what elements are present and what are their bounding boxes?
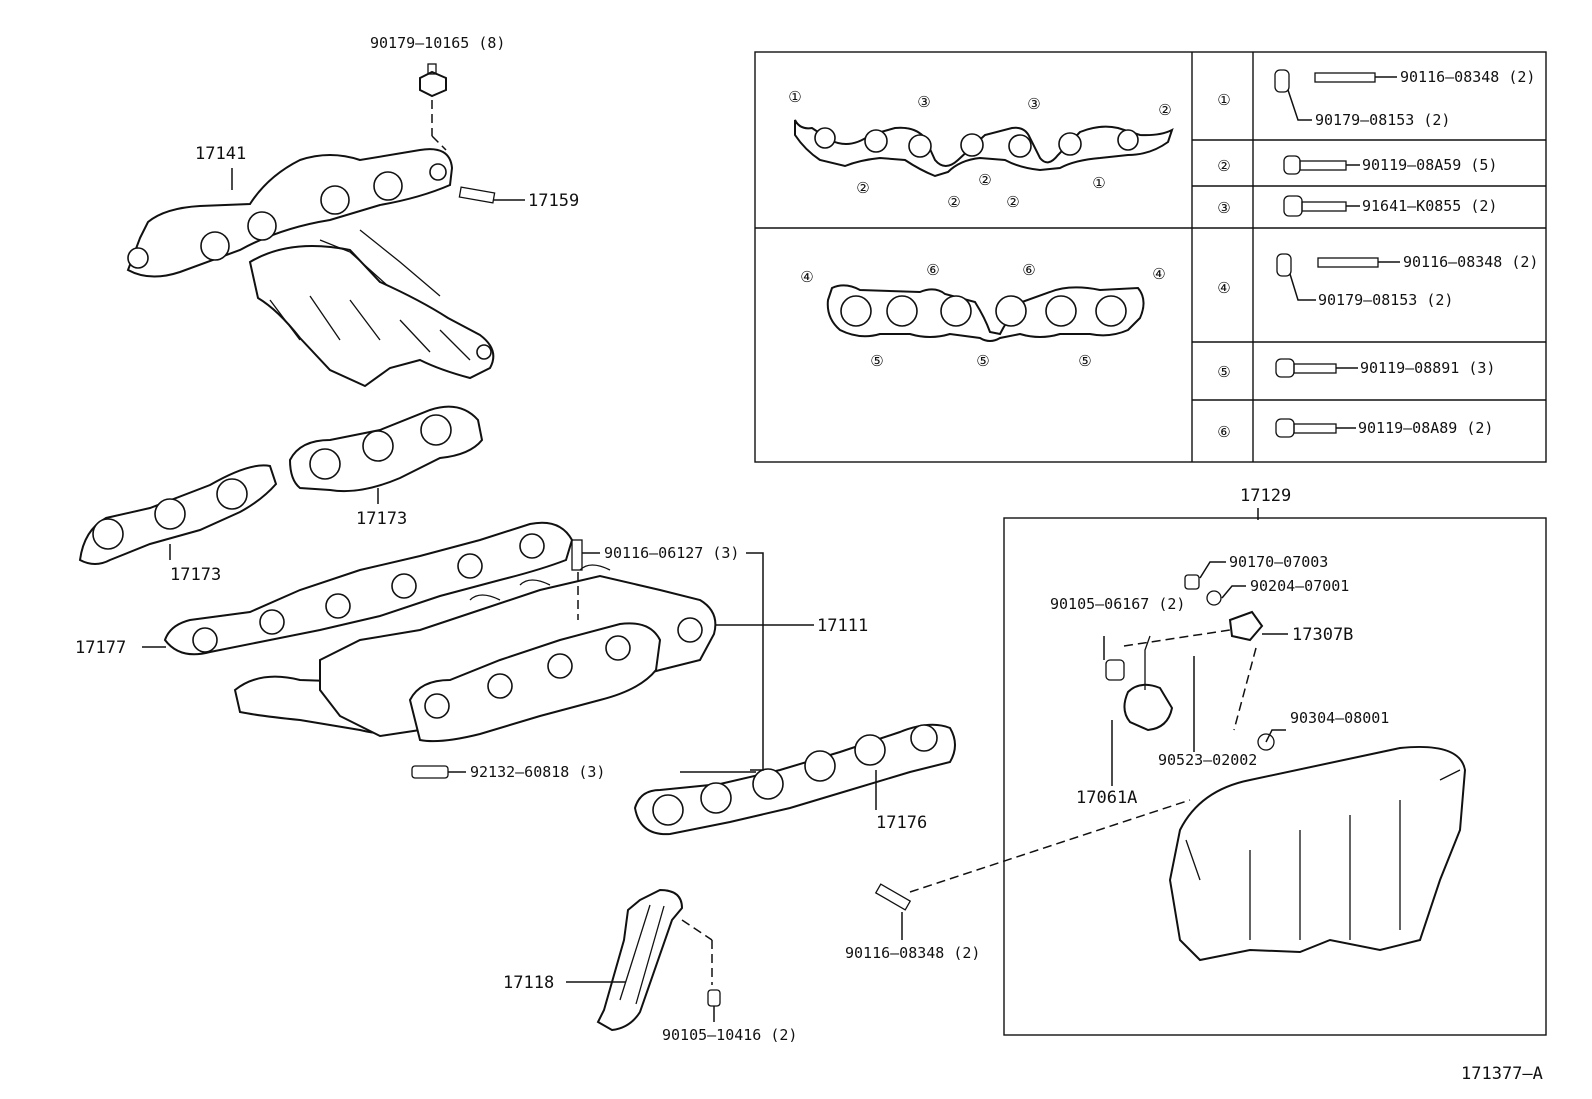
svg-text:②: ②	[1158, 101, 1171, 119]
svg-text:90116–08348 (2): 90116–08348 (2)	[1400, 68, 1535, 86]
svg-text:90204–07001: 90204–07001	[1250, 577, 1349, 595]
lower-gasket-diagram	[826, 284, 1145, 342]
svg-text:17177: 17177	[75, 638, 126, 658]
svg-text:90116–06127 (3): 90116–06127 (3)	[604, 544, 739, 562]
svg-text:②: ②	[856, 179, 869, 197]
svg-text:②: ②	[978, 171, 991, 189]
leader-lines	[142, 100, 1288, 1022]
svg-text:92132–60818 (3): 92132–60818 (3)	[470, 763, 605, 781]
intake-gasket-17177	[163, 521, 574, 656]
svg-text:90170–07003: 90170–07003	[1229, 553, 1328, 571]
stud-92132-60818-icon	[411, 765, 449, 779]
svg-text:90179–08153 (2): 90179–08153 (2)	[1315, 111, 1450, 129]
legend-row-3: ③ 91641–K0855 (2)	[1217, 195, 1497, 217]
plenum-assembly-17129	[1003, 517, 1547, 1036]
svg-text:⑥: ⑥	[1217, 423, 1230, 441]
part-labels: 90179–10165 (8) 17141 17159 17173 17173 …	[75, 34, 1543, 1084]
svg-text:②: ②	[947, 193, 960, 211]
fastener-legend-table: ① ③ ③ ② ② ② ② ② ① ④ ⑥ ⑥ ④ ⑤ ⑤ ⑤	[754, 51, 1547, 463]
upper-gasket-marks: ① ③ ③ ② ② ② ② ② ①	[788, 88, 1171, 211]
bolt-90105-10416-icon	[707, 989, 721, 1007]
svg-text:⑤: ⑤	[870, 352, 883, 370]
svg-text:17159: 17159	[528, 191, 579, 211]
intake-manifold-17111	[233, 564, 717, 743]
svg-text:90116–08348 (2): 90116–08348 (2)	[845, 944, 980, 962]
svg-text:90119–08A89 (2): 90119–08A89 (2)	[1358, 419, 1493, 437]
svg-text:③: ③	[1217, 199, 1230, 217]
svg-text:17173: 17173	[170, 565, 221, 585]
svg-text:②: ②	[1217, 157, 1230, 175]
svg-text:90116–08348 (2): 90116–08348 (2)	[1403, 253, 1538, 271]
stud-90116-08348-icon	[874, 883, 912, 911]
legend-row-4: ④ 90116–08348 (2) 90179–08153 (2)	[1217, 253, 1538, 309]
svg-text:17061A: 17061A	[1076, 788, 1137, 808]
lower-gasket-marks: ④ ⑥ ⑥ ④ ⑤ ⑤ ⑤	[800, 261, 1165, 370]
svg-text:90179–08153 (2): 90179–08153 (2)	[1318, 291, 1453, 309]
svg-text:17307B: 17307B	[1292, 625, 1353, 645]
svg-text:⑥: ⑥	[1022, 261, 1035, 279]
stud-90116-06127-icon	[571, 539, 583, 571]
legend-row-5: ⑤ 90119–08891 (3)	[1217, 358, 1495, 381]
svg-text:⑥: ⑥	[926, 261, 939, 279]
exhaust-gasket-17173-left	[78, 464, 278, 565]
svg-text:90119–08A59 (5): 90119–08A59 (5)	[1362, 156, 1497, 174]
svg-text:90179–10165 (8): 90179–10165 (8)	[370, 34, 505, 52]
svg-text:17176: 17176	[876, 813, 927, 833]
svg-text:①: ①	[1092, 174, 1105, 192]
svg-text:④: ④	[1152, 265, 1165, 283]
nut-90179-10165-icon	[419, 63, 447, 98]
intake-gasket-17176	[633, 723, 956, 836]
svg-text:17173: 17173	[356, 509, 407, 529]
svg-text:171377–A: 171377–A	[1461, 1064, 1543, 1084]
svg-text:90523–02002: 90523–02002	[1158, 751, 1257, 769]
svg-text:91641–K0855 (2): 91641–K0855 (2)	[1362, 197, 1497, 215]
svg-text:②: ②	[1006, 193, 1019, 211]
svg-text:17118: 17118	[503, 973, 554, 993]
legend-row-1: ① 90116–08348 (2) 90179–08153 (2)	[1217, 68, 1535, 129]
exhaust-gasket-17173-right	[288, 405, 484, 493]
svg-text:90119–08891 (3): 90119–08891 (3)	[1360, 359, 1495, 377]
upper-gasket-diagram	[794, 119, 1174, 178]
exhaust-manifold-17141	[126, 148, 495, 388]
svg-text:④: ④	[1217, 279, 1230, 297]
svg-text:①: ①	[1217, 91, 1230, 109]
svg-text:17129: 17129	[1240, 486, 1291, 506]
svg-text:90105–10416 (2): 90105–10416 (2)	[662, 1026, 797, 1044]
svg-text:⑤: ⑤	[1078, 352, 1091, 370]
svg-text:③: ③	[917, 93, 930, 111]
legend-row-6: ⑥ 90119–08A89 (2)	[1217, 418, 1493, 441]
legend-row-2: ② 90119–08A59 (5)	[1217, 155, 1497, 175]
svg-text:90304–08001: 90304–08001	[1290, 709, 1389, 727]
svg-text:90105–06167 (2): 90105–06167 (2)	[1050, 595, 1185, 613]
svg-text:⑤: ⑤	[1217, 363, 1230, 381]
svg-text:④: ④	[800, 268, 813, 286]
svg-text:③: ③	[1027, 95, 1040, 113]
bracket-17118	[596, 888, 684, 1032]
svg-text:①: ①	[788, 88, 801, 106]
svg-text:⑤: ⑤	[976, 352, 989, 370]
svg-text:17141: 17141	[195, 144, 246, 164]
stud-17159-icon	[458, 186, 496, 204]
svg-text:17111: 17111	[817, 616, 868, 636]
